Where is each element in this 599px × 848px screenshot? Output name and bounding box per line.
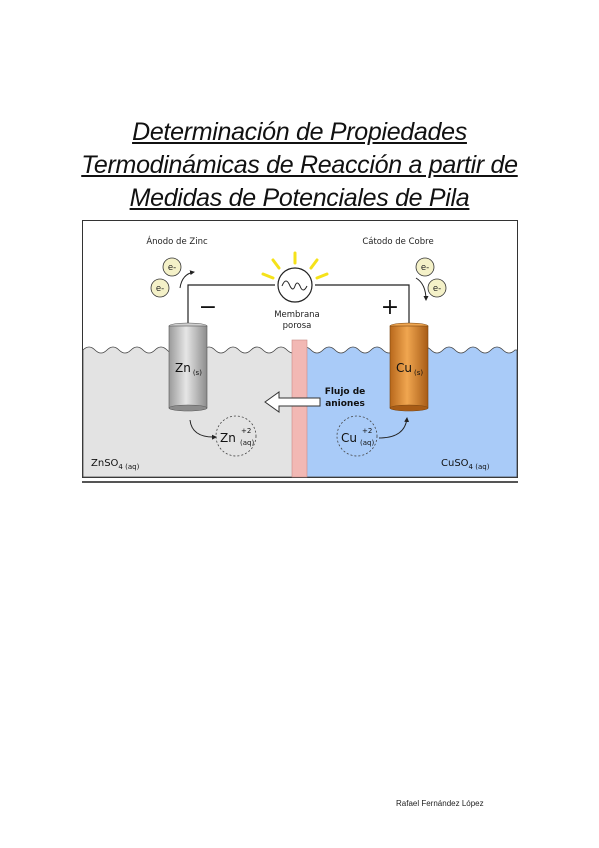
author-name: Rafael Fernández López (396, 799, 484, 808)
zinc-oxidation-arrow (189, 419, 217, 440)
title-line-2: Termodinámicas de Reacción a partir de (81, 151, 518, 179)
svg-text:e-: e- (433, 284, 441, 294)
galvanic-cell-diagram: Ánodo de Zinc Cátodo de Cobre e- e- e- e… (82, 220, 518, 478)
left-solution-label: ZnSO4 (aq) (91, 458, 140, 471)
svg-text:Cu(s): Cu(s) (396, 361, 423, 377)
anion-flow-label-line-2: aniones (325, 399, 365, 409)
svg-text:e-: e- (168, 263, 176, 273)
svg-text:(aq): (aq) (360, 439, 374, 447)
porous-membrane (291, 339, 308, 478)
copper-reduction-arrow (378, 417, 410, 439)
light-bulb-icon (261, 251, 329, 303)
cathode-label: Cátodo de Cobre (362, 237, 433, 247)
electron-flow-arrow-right (415, 277, 429, 301)
title-line-1: Determinación de Propiedades (132, 118, 467, 146)
svg-text:Zn: Zn (220, 431, 236, 445)
title-line-3: Medidas de Potenciales de Pila (129, 184, 470, 212)
minus-sign: − (199, 295, 217, 320)
electron-flow-arrow-left (179, 270, 195, 289)
svg-text:Cu: Cu (341, 431, 357, 445)
svg-text:(aq): (aq) (240, 439, 254, 447)
copper-electrode: Cu(s) (389, 322, 429, 412)
svg-text:+2: +2 (362, 427, 372, 435)
membrane-label-line-2: porosa (283, 321, 312, 331)
plus-sign: + (381, 295, 399, 320)
document-title: Determinación de Propiedades Termodinámi… (40, 116, 559, 215)
right-solution-label: CuSO4 (aq) (441, 458, 490, 471)
electron-icon: e- (427, 278, 447, 298)
electron-icon: e- (162, 257, 182, 277)
divider-line (82, 481, 518, 483)
membrane-label-line-1: Membrana (274, 310, 320, 320)
anode-label: Ánodo de Zinc (146, 235, 208, 247)
electron-icon: e- (150, 278, 170, 298)
electron-icon: e- (415, 257, 435, 277)
anion-flow-arrow (264, 391, 321, 413)
copper-ion: Cu +2 (aq) (336, 415, 378, 457)
svg-text:Zn(s): Zn(s) (175, 361, 202, 377)
svg-text:e-: e- (156, 284, 164, 294)
zinc-electrode: Zn(s) (168, 322, 208, 412)
svg-text:e-: e- (421, 263, 429, 273)
external-wire (187, 284, 410, 325)
anion-flow-label-line-1: Flujo de (325, 387, 366, 397)
svg-text:+2: +2 (241, 427, 251, 435)
zinc-ion: Zn +2 (aq) (215, 415, 257, 457)
